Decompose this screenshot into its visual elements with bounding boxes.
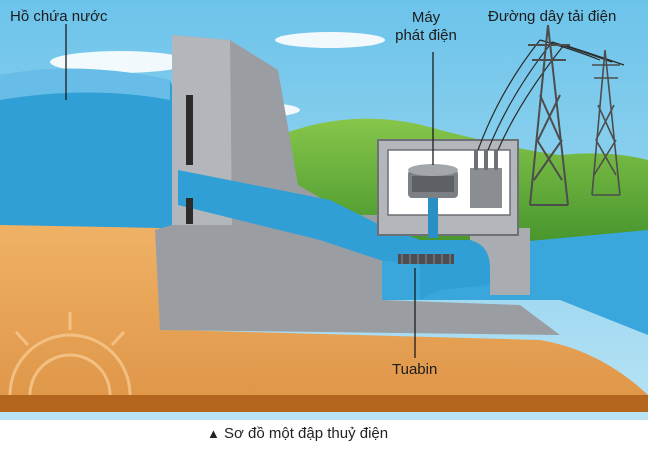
intake-gate-upper <box>186 95 193 165</box>
ground-base <box>0 395 648 412</box>
turbine <box>398 254 454 264</box>
generator <box>408 164 458 198</box>
label-reservoir: Hồ chứa nước <box>10 8 108 25</box>
reservoir-highlight <box>0 68 170 100</box>
pylon-large <box>528 24 570 206</box>
caption-marker: ▲ <box>207 426 220 441</box>
label-generator-line2: phát điện <box>395 27 457 44</box>
transformer <box>470 150 502 208</box>
penstock <box>178 170 420 265</box>
intake-gate-lower <box>186 198 193 224</box>
label-generator-line1: Máy <box>412 9 441 26</box>
power-line-wires <box>477 39 625 151</box>
label-turbine: Tuabin <box>392 361 437 378</box>
dam-body <box>155 35 560 335</box>
sun-emblem <box>8 312 132 396</box>
label-pointers <box>65 24 434 358</box>
outlet-block <box>470 228 530 295</box>
caption-text: Sơ đồ một đập thuỷ điện <box>224 425 388 442</box>
turbine-shaft <box>428 198 438 238</box>
label-power-lines: Đường dây tải điện <box>488 8 616 25</box>
pylon-small <box>591 49 621 196</box>
